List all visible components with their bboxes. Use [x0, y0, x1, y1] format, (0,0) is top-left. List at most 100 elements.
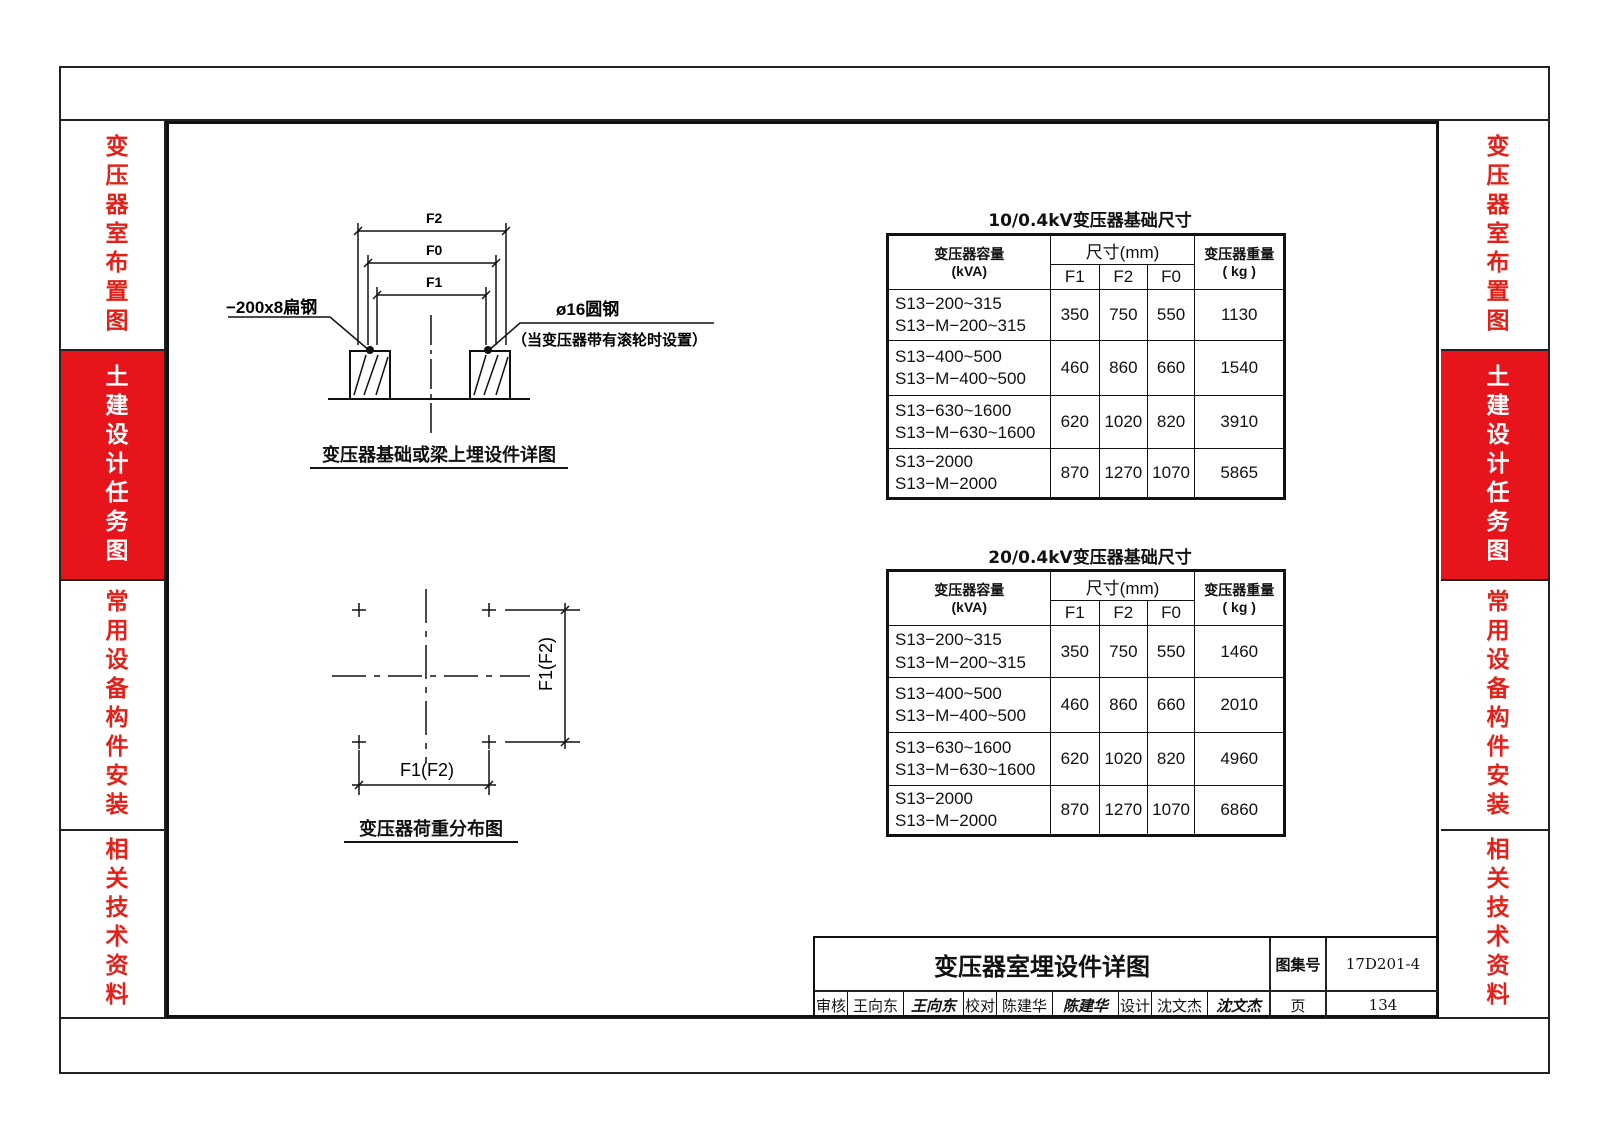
f0-cell: 820	[1146, 732, 1196, 786]
left-tab-strip: 变压器室布置图 土建设计任务图 常用设备构件安装 相关技术资料	[61, 121, 166, 1017]
weight-cell: 1540	[1194, 340, 1285, 396]
col-f1: F1	[1049, 264, 1100, 290]
weight-cell: 1460	[1194, 625, 1285, 678]
col-f2: F2	[1098, 600, 1148, 626]
title-block-vline	[1269, 938, 1271, 1018]
model-a: S13−400~500	[895, 683, 1002, 703]
reviewer-signature: 王向东	[904, 992, 964, 1018]
weight-cell: 6860	[1194, 785, 1285, 836]
capacity-header: 变压器容量(kVA)	[887, 570, 1051, 626]
top-margin-line	[59, 119, 1550, 121]
checker-signature: 陈建华	[1053, 992, 1119, 1018]
side-tab-technical[interactable]: 相关技术资料	[61, 831, 166, 1017]
capacity-unit: (kVA)	[951, 598, 988, 615]
side-tab-layout[interactable]: 变压器室布置图	[61, 121, 166, 349]
f0-cell: 660	[1146, 677, 1196, 733]
side-tab-equipment[interactable]: 常用设备构件安装	[1441, 581, 1548, 829]
model-a: S13−2000	[895, 788, 973, 808]
side-tab-layout[interactable]: 变压器室布置图	[1441, 121, 1548, 349]
load-horizontal-dim-label: F1(F2)	[400, 760, 454, 780]
side-tab-equipment[interactable]: 常用设备构件安装	[61, 581, 166, 829]
f1-cell: 460	[1049, 340, 1100, 396]
left-strip-border	[164, 119, 166, 1017]
f1-cell: 350	[1049, 289, 1100, 341]
model-b: S13−M−200~315	[895, 316, 1026, 335]
round-steel-note: （当变压器带有滚轮时设置）	[512, 331, 707, 349]
designer-signature: 沈文杰	[1215, 996, 1261, 1015]
model-a: S13−630~1600	[895, 737, 1012, 757]
f2-cell: 750	[1098, 289, 1148, 341]
size-header: 尺寸(mm)	[1049, 234, 1196, 265]
side-tab-label: 变压器室布置图	[101, 133, 127, 337]
model-b: S13−M−630~1600	[895, 760, 1036, 779]
f0-cell: 660	[1146, 340, 1196, 396]
f2-cell: 860	[1098, 340, 1148, 396]
col-f2: F2	[1098, 264, 1148, 290]
detail-caption-underline	[310, 467, 568, 469]
f2-cell: 1020	[1098, 395, 1148, 449]
f1-cell: 870	[1049, 785, 1100, 836]
drawing-title: 变压器室埋设件详图	[934, 952, 1150, 981]
side-tab-label: 变压器室布置图	[1482, 133, 1508, 337]
side-tab-civil[interactable]: 土建设计任务图	[61, 351, 166, 579]
side-tab-divider	[1441, 829, 1548, 831]
right-tab-strip: 变压器室布置图 土建设计任务图 常用设备构件安装 相关技术资料	[1441, 121, 1548, 1017]
outer-frame	[59, 66, 1550, 1074]
capacity-header-text: 变压器容量	[934, 582, 1005, 599]
bottom-margin-line	[59, 1017, 1550, 1019]
side-tab-divider	[1441, 579, 1548, 581]
f0-cell: 1070	[1146, 785, 1196, 836]
load-caption-underline	[344, 841, 518, 843]
weight-header-text: 变压器重量	[1204, 582, 1275, 599]
atlas-label: 图集号	[1275, 955, 1321, 974]
title-block: 变压器室埋设件详图 图集号 17D201-4 审核 王向东 王向东 校对 陈建华…	[813, 936, 1439, 1018]
side-tab-divider	[1441, 349, 1548, 351]
size-header: 尺寸(mm)	[1049, 570, 1196, 601]
f1-cell: 460	[1049, 677, 1100, 733]
designer-name: 沈文杰	[1152, 992, 1208, 1018]
weight-cell: 1130	[1194, 289, 1285, 341]
model-a: S13−400~500	[895, 346, 1002, 366]
check-label: 校对	[964, 992, 997, 1018]
weight-unit: ( kg )	[1222, 598, 1256, 615]
f1-cell: 620	[1049, 395, 1100, 449]
f0-cell: 550	[1146, 289, 1196, 341]
col-f1: F1	[1049, 600, 1100, 626]
model-b: S13−M−400~500	[895, 369, 1026, 388]
round-steel-label: ø16圆钢	[556, 299, 619, 319]
side-tab-technical[interactable]: 相关技术资料	[1441, 831, 1548, 1017]
side-tab-label: 土建设计任务图	[1482, 363, 1508, 567]
f2-cell: 1020	[1098, 732, 1148, 786]
col-f0: F0	[1146, 600, 1196, 626]
side-tab-divider	[61, 349, 166, 351]
side-tab-civil[interactable]: 土建设计任务图	[1441, 351, 1548, 579]
table-20kv-title: 20/0.4kV变压器基础尺寸	[988, 548, 1192, 568]
f1-cell: 620	[1049, 732, 1100, 786]
side-tab-divider	[61, 579, 166, 581]
f1-cell: 350	[1049, 625, 1100, 678]
embedded-parts-detail: F2 F0 F1 −200x8扁钢 ø16圆钢 （当变压器带有滚轮时设置）	[220, 205, 740, 485]
load-vertical-dim-label: F1(F2)	[536, 637, 556, 691]
detail-caption: 变压器基础或梁上埋设件详图	[322, 445, 556, 466]
model-a: S13−630~1600	[895, 400, 1012, 420]
weight-unit: ( kg )	[1222, 262, 1256, 279]
side-tab-label: 相关技术资料	[1482, 837, 1508, 1011]
table-header-row: 变压器容量(kVA) 尺寸(mm) 变压器重量( kg )	[887, 570, 1285, 626]
load-caption: 变压器荷重分布图	[359, 819, 503, 840]
reviewer-name: 王向东	[848, 992, 904, 1018]
f2-cell: 860	[1098, 677, 1148, 733]
review-label: 审核	[815, 992, 848, 1018]
f2-cell: 1270	[1098, 785, 1148, 836]
embedded-parts-drawing: F2 F0 F1 −200x8扁钢 ø16圆钢 （当变压器带有滚轮时设置）	[226, 210, 714, 435]
weight-cell: 4960	[1194, 732, 1285, 786]
page-number: 134	[1368, 996, 1398, 1014]
load-distribution-drawing: F1(F2) F1(F2)	[332, 589, 580, 795]
